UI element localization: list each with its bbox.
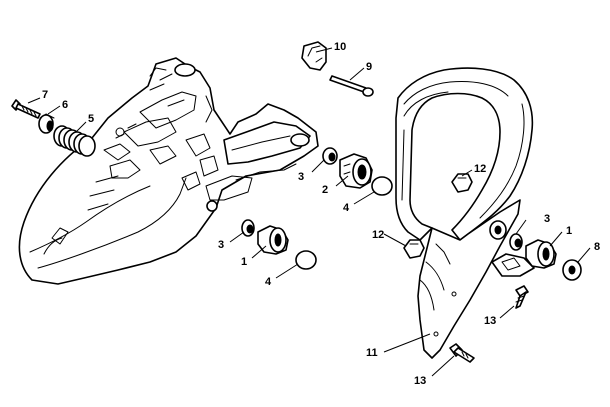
callout-1-right: 1 [566, 225, 572, 237]
callout-1-lower: 1 [241, 256, 247, 268]
av-stack-upper [322, 147, 393, 196]
leader-lines [27, 47, 591, 377]
callout-10: 10 [334, 41, 346, 53]
callout-2: 2 [322, 184, 328, 196]
callout-3-upper: 3 [298, 171, 304, 183]
callout-11: 11 [366, 347, 378, 359]
part-13-screw-right [515, 285, 529, 309]
callout-9: 9 [366, 61, 372, 73]
part-10-clip [301, 41, 327, 71]
part-12-grommet-upper [451, 173, 473, 193]
callout-12-upper: 12 [474, 163, 486, 175]
callout-4-lower: 4 [265, 276, 272, 288]
callout-13-right: 13 [484, 315, 496, 327]
callout-4-upper: 4 [343, 202, 350, 214]
callout-3-lower: 3 [218, 239, 224, 251]
callout-3-right: 3 [544, 213, 550, 225]
av-stack-right [509, 233, 582, 281]
av-stack-lower [241, 219, 317, 270]
engine-housing [18, 57, 319, 285]
part-13-screw-bottom [449, 343, 475, 363]
part-6-buffer [38, 113, 55, 134]
callout-labels: 7 6 5 10 9 3 2 4 3 1 4 12 12 3 1 8 13 11… [42, 41, 600, 387]
callout-7: 7 [42, 89, 48, 101]
part-7-screw [11, 99, 41, 119]
callout-5: 5 [88, 113, 94, 125]
part-5-spring [53, 125, 96, 157]
callout-8: 8 [594, 241, 600, 253]
callout-12-lower: 12 [372, 229, 384, 241]
part-12-grommet-lower [403, 239, 425, 259]
part-11-handle [395, 67, 535, 359]
part-9-pin [329, 75, 374, 97]
callout-6: 6 [62, 99, 68, 111]
callout-13-bottom: 13 [414, 375, 426, 387]
